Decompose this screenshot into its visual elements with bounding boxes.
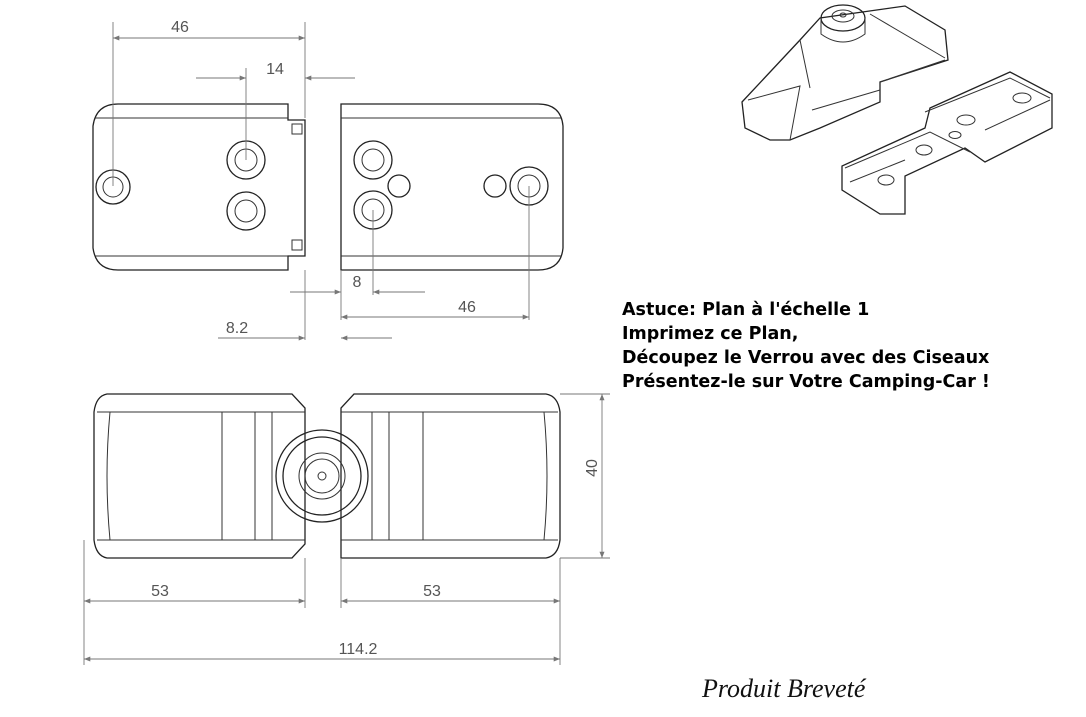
note-line-1: Astuce: Plan à l'échelle 1 — [622, 300, 870, 320]
bottom-view — [83, 393, 610, 665]
dim-label-46-top: 46 — [171, 19, 189, 36]
note-line-2: Imprimez ce Plan, — [622, 324, 799, 344]
bottom-dimensions — [83, 393, 610, 665]
bottom-left-part — [93, 393, 306, 559]
dim-label-114-2: 114.2 — [339, 641, 378, 658]
note-line-3: Découpez le Verrou avec des Ciseaux — [622, 348, 990, 368]
dim-label-53-right: 53 — [423, 583, 441, 600]
patent-label: Produit Breveté — [702, 674, 866, 703]
top-left-part — [92, 103, 306, 271]
iso-upper-part — [741, 4, 949, 141]
dim-label-40: 40 — [584, 459, 601, 477]
isometric-view — [741, 4, 1053, 215]
top-view — [92, 22, 564, 341]
dim-label-8: 8 — [353, 274, 362, 291]
dim-label-14: 14 — [266, 61, 284, 78]
dim-label-53-left: 53 — [151, 583, 169, 600]
instruction-note: Astuce: Plan à l'échelle 1 Imprimez ce P… — [622, 298, 1072, 394]
note-line-4: Présentez-le sur Votre Camping-Car ! — [622, 372, 990, 392]
center-knob — [275, 429, 369, 523]
top-right-part — [340, 103, 564, 271]
dim-label-8-2: 8.2 — [226, 320, 248, 337]
iso-lower-part — [841, 71, 1053, 215]
top-dimensions — [112, 22, 530, 341]
bottom-right-part — [340, 393, 561, 559]
dim-label-46-bottom: 46 — [458, 299, 476, 316]
